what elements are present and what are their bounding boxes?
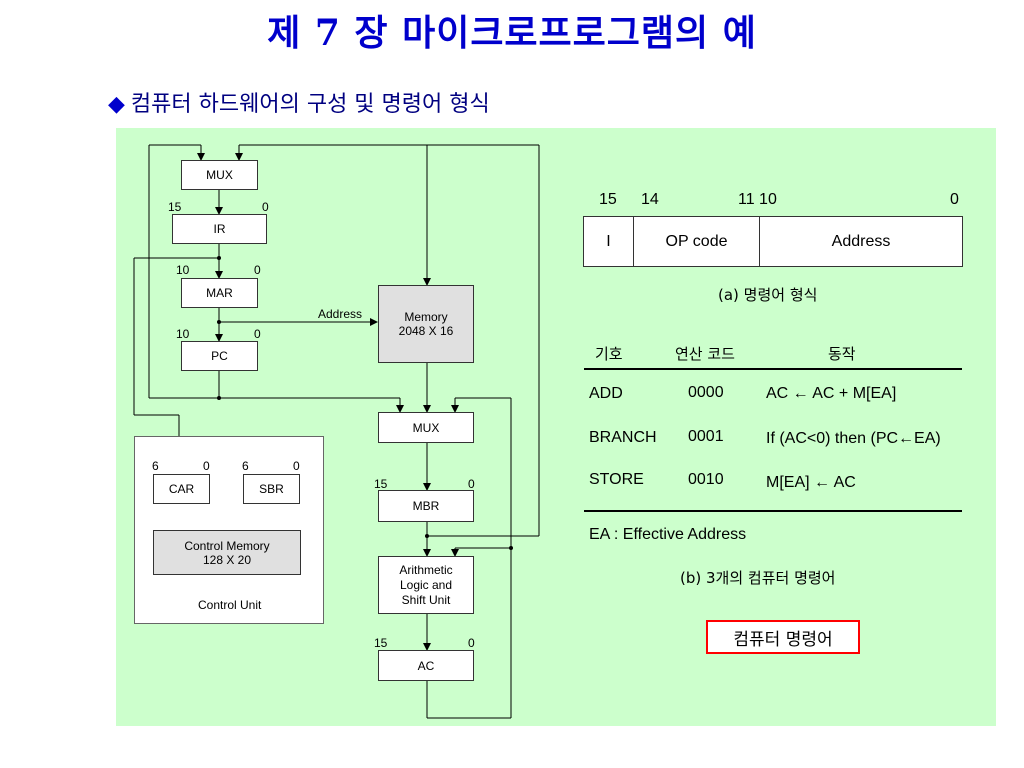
sbr-bit-lo: 0 (293, 459, 300, 473)
mbr-bit-hi: 15 (374, 477, 388, 491)
ir-bit-lo: 0 (262, 200, 269, 214)
ac-bit-lo: 0 (468, 636, 475, 650)
ea-note: EA : Effective Address (589, 526, 747, 543)
bit-14-label: 14 (641, 191, 659, 208)
memory-line1: Memory (404, 310, 448, 324)
field-opcode: OP code (633, 216, 760, 267)
alu-line2: Logic and (399, 577, 453, 592)
alu-line3: Shift Unit (401, 592, 451, 607)
page-title: 제 7 장 마이크로프로그램의 예 (267, 12, 757, 54)
table-caption: (b) 3개의 컴퓨터 명령어 (680, 569, 836, 587)
memory-line2: 2048 X 16 (398, 324, 454, 338)
row-store-symbol: STORE (589, 471, 644, 488)
header-opcode: 연산 코드 (675, 345, 735, 363)
control-memory-block: Control Memory 128 X 20 (153, 530, 301, 575)
header-symbol: 기호 (595, 345, 623, 363)
row-branch-symbol: BRANCH (589, 429, 657, 446)
mbr-bit-lo: 0 (468, 477, 475, 491)
bit-0-label: 0 (950, 191, 959, 208)
pc-register: PC (181, 341, 258, 371)
header-action: 동작 (828, 345, 856, 363)
alu-block: Arithmetic Logic and Shift Unit (378, 556, 474, 614)
highlight-computer-instructions: 컴퓨터 명령어 (706, 620, 860, 654)
bit-11-10-label: 11 10 (738, 191, 777, 208)
format-caption: (a) 명령어 형식 (718, 286, 818, 304)
ac-register: AC (378, 650, 474, 681)
ir-bit-hi: 15 (168, 200, 182, 214)
field-i: I (583, 216, 634, 267)
row-add-action: AC ← AC + M[EA] (766, 385, 897, 402)
car-bit-hi: 6 (152, 459, 159, 473)
ir-register: IR (172, 214, 267, 244)
control-unit-label: Control Unit (198, 598, 262, 612)
row-store-action: M[EA] ← AC (766, 474, 856, 491)
ac-bit-hi: 15 (374, 636, 388, 650)
bit-15-label: 15 (599, 191, 617, 208)
mar-register: MAR (181, 278, 258, 308)
mux-top: MUX (181, 160, 258, 190)
control-memory-line1: Control Memory (184, 538, 270, 553)
control-memory-line2: 128 X 20 (202, 552, 252, 567)
alu-line1: Arithmetic (399, 562, 453, 577)
mux-mid: MUX (378, 412, 474, 443)
row-add-symbol: ADD (589, 385, 623, 402)
sbr-bit-hi: 6 (242, 459, 249, 473)
pc-bit-lo: 0 (254, 327, 261, 341)
subtitle-text: 컴퓨터 하드웨어의 구성 및 명령어 형식 (130, 92, 490, 117)
mbr-register: MBR (378, 490, 474, 522)
field-address: Address (759, 216, 963, 267)
memory-block: Memory 2048 X 16 (378, 285, 474, 363)
row-add-code: 0000 (688, 384, 724, 401)
car-bit-lo: 0 (203, 459, 210, 473)
sbr-register: SBR (243, 474, 300, 504)
row-branch-action: If (AC<0) then (PC←EA) (766, 430, 941, 447)
mar-bit-hi: 10 (176, 263, 190, 277)
address-bus-label: Address (318, 307, 363, 321)
car-register: CAR (153, 474, 210, 504)
row-branch-code: 0001 (688, 428, 724, 445)
mar-bit-lo: 0 (254, 263, 261, 277)
pc-bit-hi: 10 (176, 327, 190, 341)
diamond-bullet-icon: ◆ (108, 92, 125, 117)
row-store-code: 0010 (688, 471, 724, 488)
section-subtitle: ◆컴퓨터 하드웨어의 구성 및 명령어 형식 (108, 86, 490, 118)
